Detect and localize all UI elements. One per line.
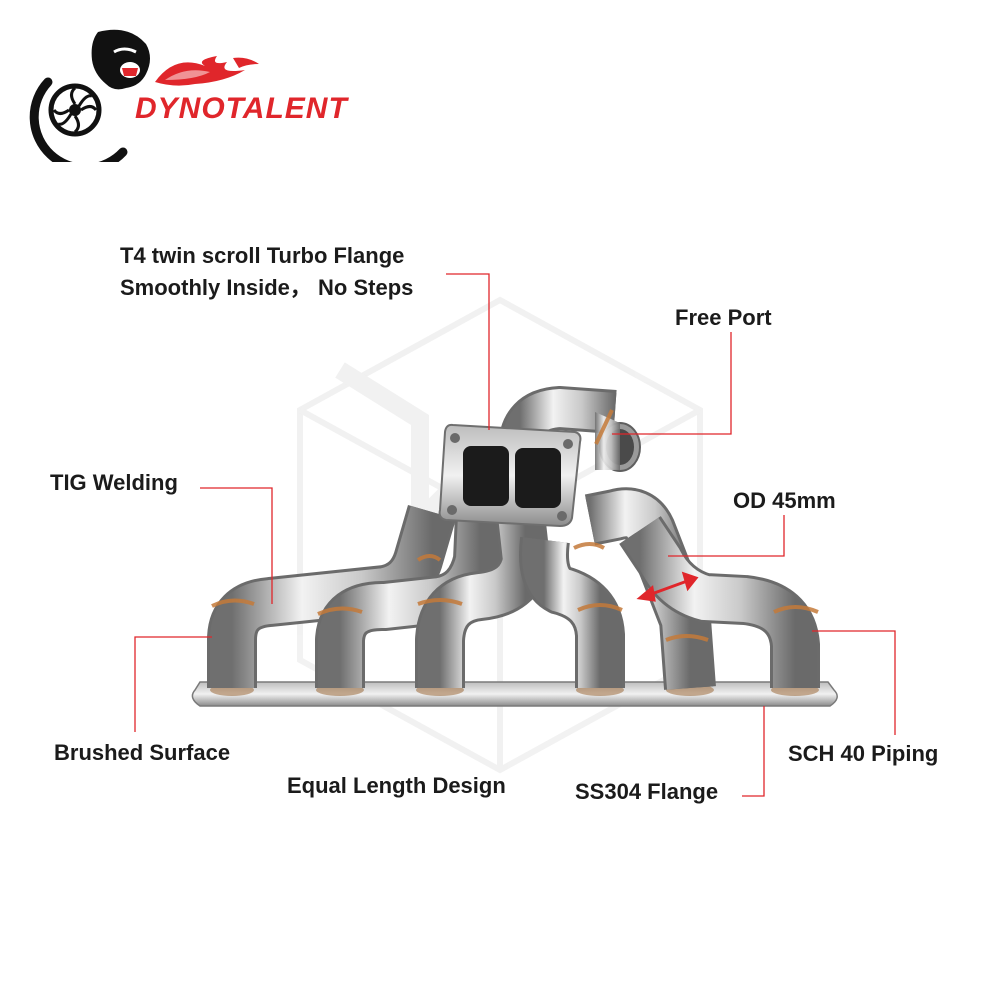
- sch40-piping-label: SCH 40 Piping: [788, 741, 939, 766]
- free-port-label: Free Port: [675, 305, 772, 330]
- od-label: OD 45mm: [733, 488, 836, 513]
- brushed-surface-label: Brushed Surface: [54, 740, 231, 765]
- brand-name: DYNOTALENT: [135, 92, 348, 125]
- od-dimension-arrow: [636, 571, 699, 602]
- flame-icon: [155, 56, 259, 86]
- turbo-flange-label: T4 twin scroll Turbo Flange: [120, 243, 405, 268]
- flange-plate: [191, 681, 838, 707]
- equal-length-label: Equal Length Design: [287, 773, 506, 798]
- leader-lines: [134, 273, 896, 797]
- t4-turbo-flange: [438, 423, 582, 528]
- gorilla-turbo-logo-icon: [29, 29, 150, 162]
- ss304-flange-label: SS304 Flange: [575, 779, 719, 804]
- tig-welding-label: TIG Welding: [50, 470, 178, 495]
- turbo-flange-sublabel: Smoothly Inside， No Steps: [120, 275, 414, 300]
